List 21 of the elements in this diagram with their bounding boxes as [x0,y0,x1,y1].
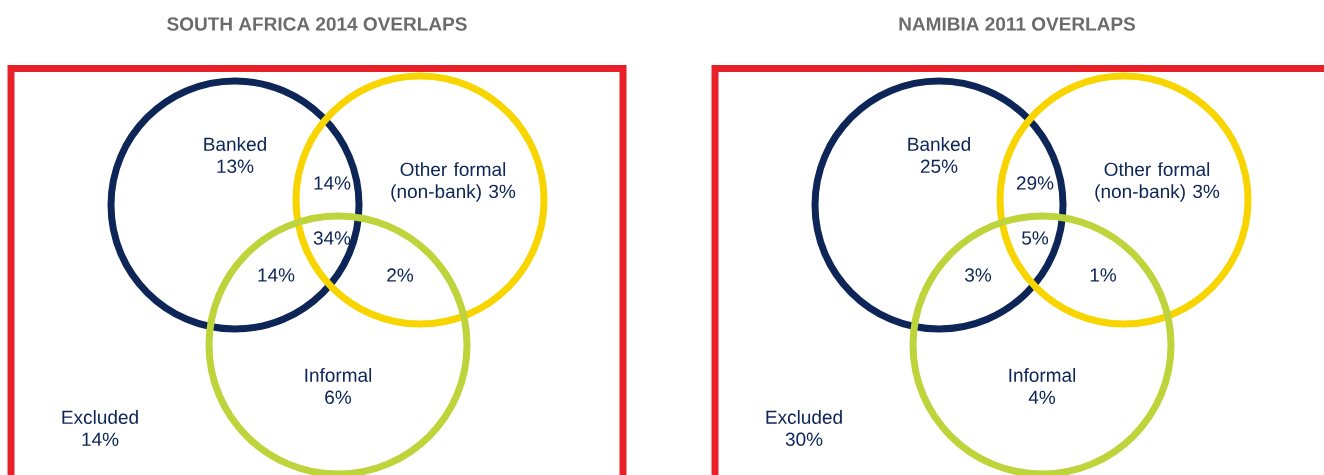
category-label: Excluded 30% [766,410,842,446]
overlap-value: 14% [258,268,295,282]
circle-label: Banked 25% [908,137,970,173]
circle-label: Informal 6% [305,368,372,404]
panel-title: SOUTH AFRICA 2014 OVERLAPS [167,17,467,31]
panel-title: NAMIBIA 2011 OVERLAPS [899,17,1135,31]
venn-circle [996,72,1252,328]
circle-label: Other formal (non-bank) 3% [1095,162,1220,202]
circle-label: Other formal (non-bank) 3% [391,162,516,202]
overlap-value: 34% [313,231,351,245]
venn-circle [811,77,1067,333]
overlap-value: 29% [1016,176,1054,190]
overlap-value: 2% [387,268,414,282]
category-label: Excluded 14% [62,410,138,446]
overlap-value: 3% [965,268,992,282]
overlap-value: 14% [314,176,351,190]
venn-circle [107,77,363,333]
overlap-value: 1% [1090,268,1117,282]
circle-label: Banked 13% [204,137,266,173]
circle-label: Informal 4% [1009,368,1076,404]
overlap-value: 5% [1022,231,1049,245]
